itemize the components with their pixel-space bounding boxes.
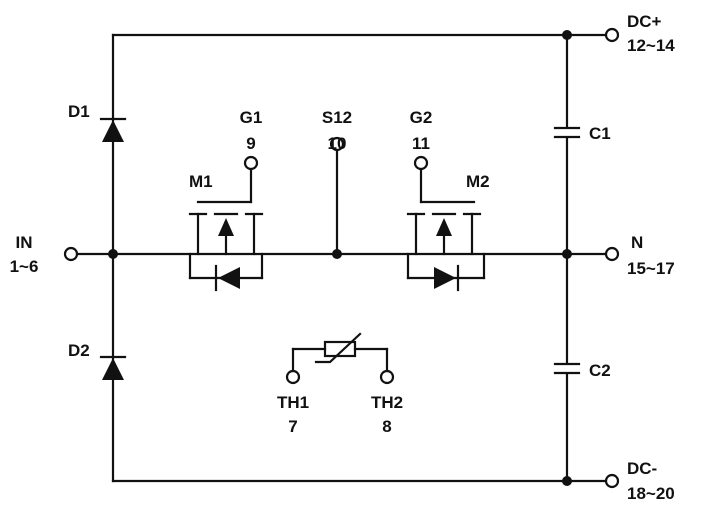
diode-d1-triangle (102, 120, 124, 142)
label-th1-name: TH1 (277, 393, 309, 412)
label-g2-name: G2 (410, 108, 433, 127)
junction-dot (562, 30, 572, 40)
terminal-dc-plus (604, 27, 620, 43)
terminal-s12 (329, 136, 345, 152)
terminal-circles (63, 27, 620, 489)
label-th2-pins: 8 (382, 417, 391, 436)
label-d2: D2 (68, 341, 90, 360)
capacitor-c2-gap (552, 364, 582, 373)
label-th1-pins: 7 (288, 417, 297, 436)
diode-d2-triangle (102, 358, 124, 380)
label-th2-name: TH2 (371, 393, 403, 412)
label-dc-plus-pins: 12~14 (627, 36, 675, 55)
label-m2: M2 (466, 172, 490, 191)
label-c1: C1 (589, 124, 611, 143)
thermistor-body (323, 340, 357, 358)
terminal-dc-minus (604, 473, 620, 489)
junction-dot (562, 249, 572, 259)
mosfet-m1-body-arrow (218, 218, 234, 236)
label-in-pins: 1~6 (10, 257, 39, 276)
label-g2-pins: 11 (412, 134, 430, 153)
label-g1-name: G1 (240, 108, 263, 127)
rails (75, 33, 608, 483)
thermistor (291, 332, 389, 373)
diode-d2 (99, 355, 127, 380)
diode-d1 (99, 117, 127, 142)
terminal-th1 (285, 369, 301, 385)
label-c2: C2 (589, 361, 611, 380)
junction-dots (108, 30, 572, 486)
terminal-in (63, 246, 79, 262)
label-n-pins: 15~17 (627, 259, 675, 278)
thermistor-slash (314, 332, 362, 364)
junction-dot (332, 249, 342, 259)
label-n-name: N (631, 233, 643, 252)
junction-dot (108, 249, 118, 259)
capacitor-c1-gap (552, 128, 582, 137)
junction-dot (562, 476, 572, 486)
capacitor-c2 (552, 362, 582, 375)
label-dc-minus-pins: 18~20 (627, 484, 675, 503)
label-dc-plus-name: DC+ (627, 12, 662, 31)
terminal-n (604, 246, 620, 262)
mosfet-m2-body-arrow (436, 218, 452, 236)
capacitor-c1 (552, 126, 582, 139)
label-g1-pins: 9 (246, 134, 255, 153)
terminal-g1 (243, 155, 259, 171)
terminal-th2 (379, 369, 395, 385)
mosfet-m2-diode-triangle (434, 267, 456, 289)
label-s12-name: S12 (322, 108, 352, 127)
label-m1: M1 (189, 172, 213, 191)
label-in-name: IN (16, 233, 33, 252)
label-s12-pins: 10 (328, 134, 347, 153)
label-dc-minus-name: DC- (627, 459, 657, 478)
mosfet-m1-diode-triangle (218, 267, 240, 289)
mosfet-m1 (188, 166, 264, 292)
mosfet-m2 (406, 166, 486, 292)
labels: D1 D2 C1 C2 M1 M2 DC+ 12~14 IN 1~6 N 15~… (10, 12, 676, 503)
terminal-g2 (413, 155, 429, 171)
label-d1: D1 (68, 102, 90, 121)
